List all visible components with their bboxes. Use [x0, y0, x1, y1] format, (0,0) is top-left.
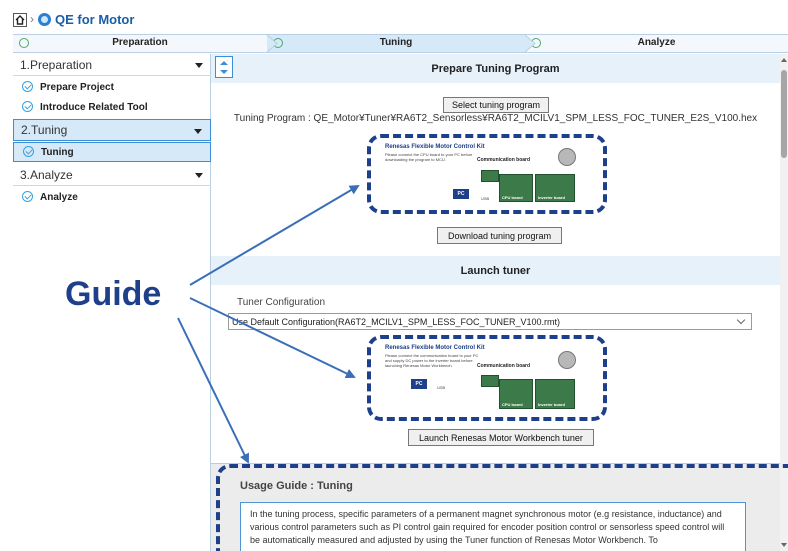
- diagram-label: Inverter board: [538, 195, 565, 200]
- step-check-icon: [19, 38, 29, 48]
- sidebar-item-prepare-project[interactable]: Prepare Project: [13, 78, 211, 96]
- scroll-down-icon[interactable]: [781, 543, 787, 547]
- step-progress-bar: Preparation Tuning Analyze: [13, 34, 788, 53]
- app-title: QE for Motor: [55, 12, 135, 27]
- motor-image: [558, 148, 576, 166]
- main-scrollbar[interactable]: [780, 54, 788, 551]
- diagram-label: Communication board: [477, 363, 531, 369]
- diagram-note: Please connect the communication board t…: [385, 353, 479, 368]
- motor-image: [558, 351, 576, 369]
- chevron-down-icon: [194, 129, 202, 134]
- launch-motor-workbench-button[interactable]: Launch Renesas Motor Workbench tuner: [408, 429, 594, 446]
- sidebar-item-tuning[interactable]: Tuning: [13, 142, 211, 162]
- tuner-configuration-select[interactable]: Use Default Configuration(RA6T2_MCILV1_S…: [228, 313, 752, 330]
- step-preparation[interactable]: Preparation: [13, 35, 267, 52]
- cpu-board-image: CPU board: [499, 174, 533, 202]
- breadcrumb-separator-icon: ›: [30, 12, 34, 26]
- sidebar-item-label: Introduce Related Tool: [40, 101, 148, 113]
- sidebar-item-analyze[interactable]: Analyze: [13, 188, 211, 206]
- chevron-down-icon: [195, 173, 203, 178]
- section-title: Prepare Tuning Program: [431, 62, 560, 75]
- sidebar-item-introduce-related-tool[interactable]: Introduce Related Tool: [13, 98, 211, 116]
- section-header-launch: Launch tuner: [211, 256, 780, 285]
- app-logo-icon: [38, 13, 51, 26]
- communication-board-image: [481, 170, 499, 182]
- diagram-label: USB: [481, 196, 490, 201]
- sidebar-item-label: Analyze: [40, 191, 78, 203]
- diagram-note: Please connect the CPU board to your PC …: [385, 152, 473, 162]
- communication-board-image: [481, 375, 499, 387]
- step-analyze[interactable]: Analyze: [525, 35, 788, 52]
- check-circle-icon: [22, 81, 33, 92]
- scroll-up-icon[interactable]: [781, 58, 787, 62]
- chevron-up-icon: [220, 61, 228, 65]
- sidebar-group-preparation[interactable]: 1.Preparation: [13, 54, 211, 76]
- diagram-label: CPU board: [502, 195, 523, 200]
- title-bar: › QE for Motor: [0, 0, 788, 34]
- section-title: Launch tuner: [460, 264, 531, 277]
- tuner-configuration-label: Tuner Configuration: [237, 297, 326, 308]
- step-label: Analyze: [637, 37, 676, 48]
- diagram-card: Renesas Flexible Motor Control Kit Pleas…: [381, 345, 593, 411]
- inverter-board-image: Inverter board: [535, 379, 575, 409]
- cpu-board-image: CPU board: [499, 379, 533, 409]
- diagram-card: Renesas Flexible Motor Control Kit Pleas…: [381, 144, 593, 204]
- check-circle-icon: [22, 191, 33, 202]
- select-value: Use Default Configuration(RA6T2_MCILV1_S…: [232, 316, 560, 327]
- diagram-label: CPU board: [502, 402, 523, 407]
- main-content: Prepare Tuning Program Select tuning pro…: [211, 54, 780, 551]
- check-circle-icon: [22, 101, 33, 112]
- pc-icon: PC: [411, 379, 427, 389]
- select-tuning-program-button[interactable]: Select tuning program: [443, 97, 550, 113]
- step-tuning[interactable]: Tuning: [267, 35, 525, 52]
- guide-annotation-label: Guide: [65, 275, 162, 313]
- diagram-label: Communication board: [477, 157, 531, 163]
- sidebar-item-label: Tuning: [41, 146, 74, 158]
- usage-guide-panel: Usage Guide : Tuning In the tuning proce…: [211, 463, 780, 551]
- section-header-prepare: Prepare Tuning Program: [211, 54, 780, 83]
- diagram-title: Renesas Flexible Motor Control Kit: [385, 144, 485, 150]
- collapse-toggle-button[interactable]: [215, 56, 233, 78]
- pc-icon: PC: [453, 189, 469, 199]
- usage-guide-title: Usage Guide : Tuning: [240, 480, 353, 492]
- step-chevron-icon: [525, 35, 537, 52]
- sidebar-group-label: 3.Analyze: [20, 167, 73, 182]
- usage-guide-body: In the tuning process, specific paramete…: [240, 502, 746, 551]
- sidebar-group-tuning[interactable]: 2.Tuning: [13, 119, 211, 141]
- diagram-title: Renesas Flexible Motor Control Kit: [385, 345, 485, 351]
- sidebar-group-label: 2.Tuning: [21, 123, 68, 137]
- sidebar-item-label: Prepare Project: [40, 81, 114, 93]
- inverter-board-image: Inverter board: [535, 174, 575, 202]
- chevron-down-icon: [220, 70, 228, 74]
- step-chevron-icon: [267, 35, 279, 52]
- home-icon[interactable]: [13, 13, 27, 27]
- diagram-label: USB: [437, 385, 446, 390]
- connection-diagram-launch: Renesas Flexible Motor Control Kit Pleas…: [367, 335, 607, 421]
- connection-diagram-download: Renesas Flexible Motor Control Kit Pleas…: [367, 134, 607, 214]
- tuning-program-path: Tuning Program : QE_Motor¥Tuner¥RA6T2_Se…: [233, 113, 758, 124]
- step-label: Preparation: [112, 37, 168, 48]
- download-tuning-program-button[interactable]: Download tuning program: [437, 227, 563, 244]
- scroll-thumb[interactable]: [781, 70, 787, 158]
- chevron-down-icon: [195, 63, 203, 68]
- sidebar: 1.Preparation Prepare Project Introduce …: [13, 54, 211, 551]
- diagram-label: Inverter board: [538, 402, 565, 407]
- check-circle-icon: [23, 146, 34, 157]
- sidebar-group-analyze[interactable]: 3.Analyze: [13, 164, 211, 186]
- sidebar-group-label: 1.Preparation: [20, 57, 93, 72]
- chevron-down-icon: [736, 315, 746, 325]
- step-label: Tuning: [379, 37, 413, 48]
